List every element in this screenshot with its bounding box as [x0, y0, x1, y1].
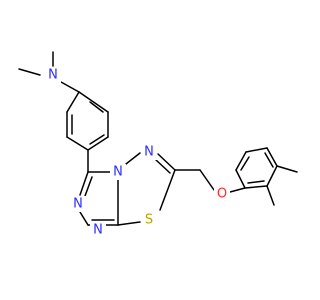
phenyl-ring — [66, 91, 109, 151]
bond-methyl-1 — [18, 68, 41, 76]
bond-n-aryl — [60, 81, 80, 93]
atom-labels: N N N N N S O — [45, 67, 230, 238]
core-double-bond — [155, 159, 171, 174]
atom-n-left-upper: N — [73, 197, 83, 212]
label-bg — [45, 67, 61, 83]
atom-s: S — [145, 213, 153, 228]
label-bg — [141, 144, 157, 160]
core-bond — [125, 152, 141, 165]
ring-double-bond — [264, 152, 274, 168]
dimethylphenyl-ring — [235, 147, 298, 206]
core-bond — [157, 153, 176, 171]
core-bond — [79, 211, 89, 226]
atom-o: O — [217, 187, 227, 202]
molecule-diagram: N N N N N S O — [18, 51, 298, 238]
core-bond — [117, 221, 141, 226]
core-bond — [159, 169, 176, 211]
atom-n-bridge: N — [113, 165, 123, 180]
ring-bond — [266, 147, 278, 167]
triazolothiadiazole-core — [79, 152, 176, 226]
ring-bond — [266, 165, 278, 187]
label-bg — [110, 164, 126, 180]
ring-double-bond — [89, 101, 104, 113]
label-bg — [70, 196, 86, 212]
bond-methyl-3 — [276, 165, 298, 173]
ring-bond — [66, 136, 89, 151]
atom-n-left-lower: N — [93, 223, 103, 238]
ring-double-bond — [247, 180, 265, 184]
ring-bond — [78, 91, 109, 113]
ring-bond — [235, 169, 246, 189]
ring-bond — [245, 147, 268, 153]
label-bg — [214, 186, 230, 202]
core-bond — [79, 171, 89, 196]
bond-o-aryl — [229, 187, 246, 193]
label-bg — [90, 222, 106, 238]
ring-bond — [87, 136, 109, 151]
dimethylamino-group — [18, 51, 80, 93]
ring-bond — [66, 91, 80, 113]
atom-n-amine: N — [48, 68, 58, 83]
ring-bond — [235, 151, 247, 171]
ring-bond — [244, 185, 268, 189]
ring-double-bond — [240, 156, 250, 171]
bond-ch2-o — [199, 169, 215, 191]
bond-methyl-4 — [266, 185, 275, 206]
label-bg — [141, 212, 157, 228]
ring-double-bond — [89, 134, 105, 145]
atom-n-top: N — [144, 145, 154, 160]
core-double-bond — [84, 176, 93, 197]
